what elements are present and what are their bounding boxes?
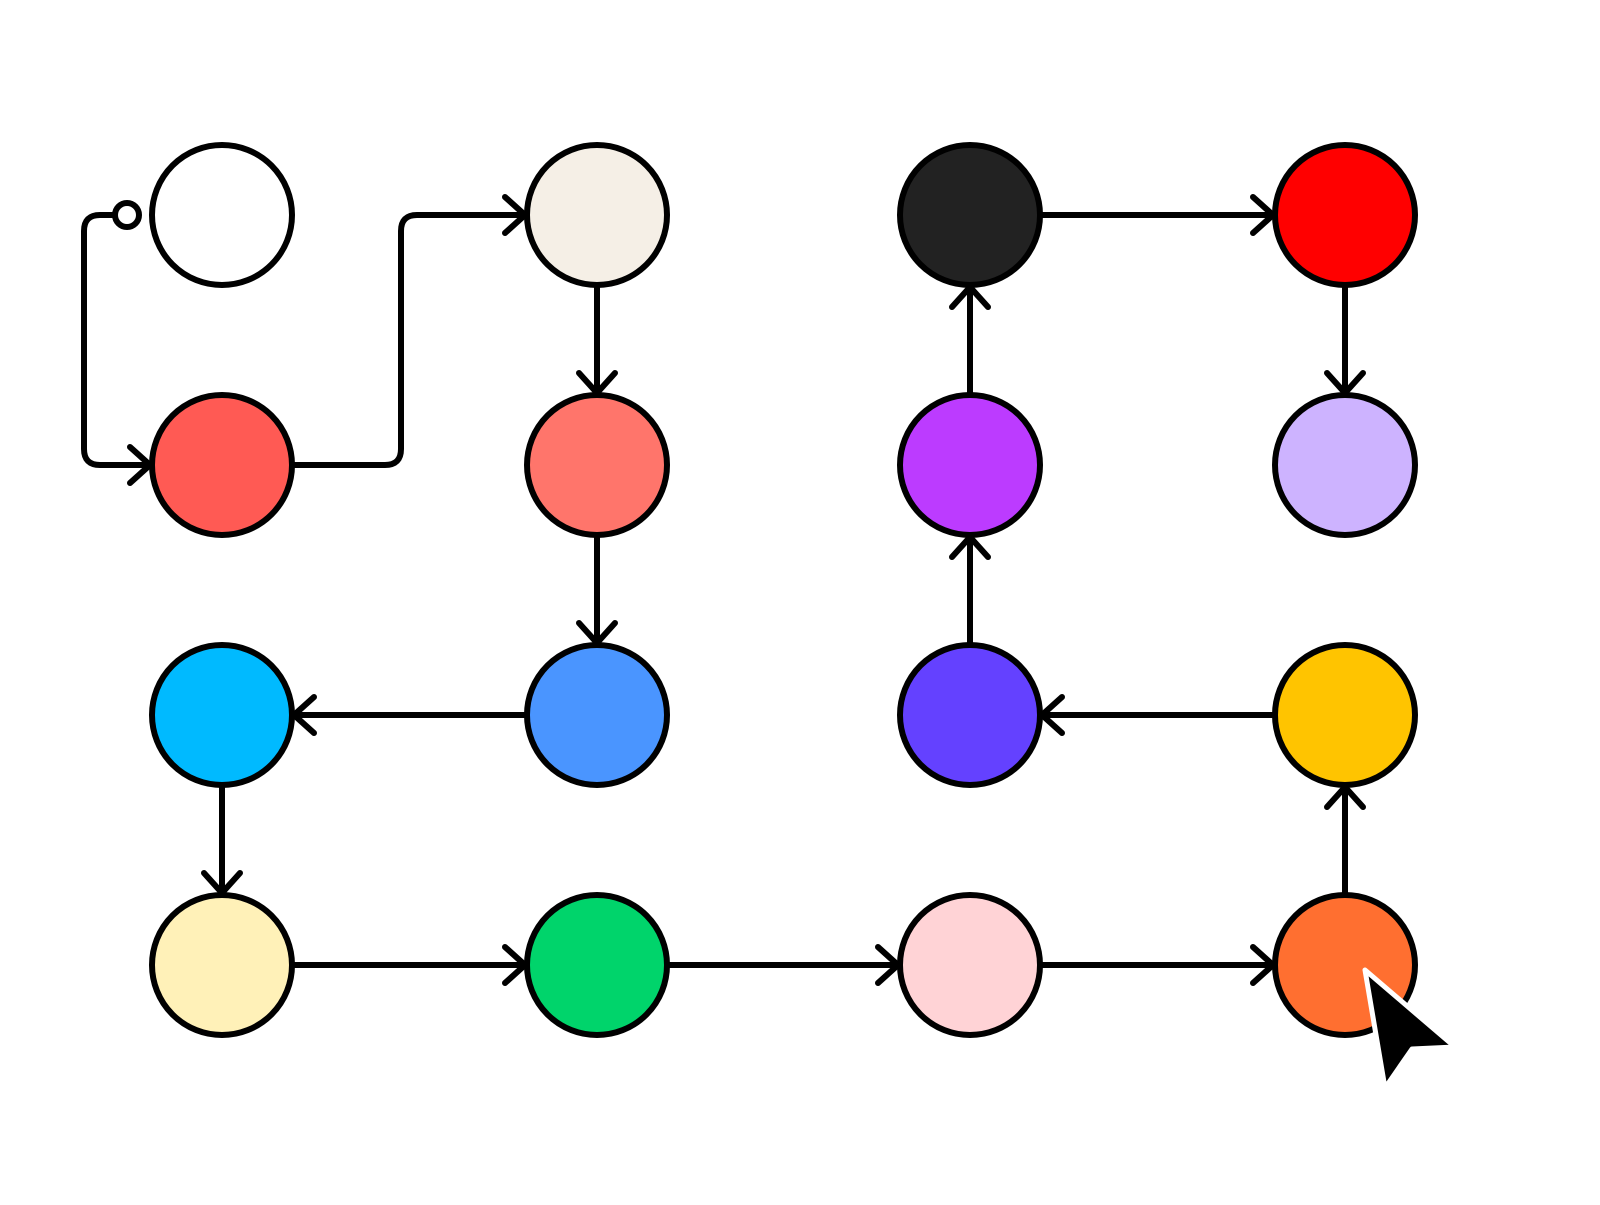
node-n14[interactable] <box>524 892 670 1038</box>
connector-line <box>81 212 152 468</box>
edge-n13-n14 <box>292 944 528 986</box>
node-n15[interactable] <box>897 892 1043 1038</box>
edge-n10-n9 <box>291 694 527 736</box>
node-n3[interactable] <box>897 142 1043 288</box>
node-n11[interactable] <box>897 642 1043 788</box>
edges <box>81 194 1366 986</box>
edge-n9-n13 <box>201 785 243 896</box>
edge-n11-n7 <box>949 534 991 645</box>
node-n4[interactable] <box>1272 142 1418 288</box>
node-n9[interactable] <box>149 642 295 788</box>
connector-line <box>292 212 527 468</box>
edge-n2-n6 <box>576 285 618 396</box>
node-n1[interactable] <box>149 142 295 288</box>
edge-n5-n2 <box>292 194 528 468</box>
start-point-icon <box>112 200 142 230</box>
edge-n14-n15 <box>667 944 901 986</box>
edge-start-n5 <box>81 200 153 486</box>
edge-n7-n3 <box>949 284 991 395</box>
edge-n16-n12 <box>1324 784 1366 895</box>
edge-n6-n10 <box>576 535 618 646</box>
node-n7[interactable] <box>897 392 1043 538</box>
nodes <box>149 142 1418 1038</box>
node-n13[interactable] <box>149 892 295 1038</box>
mouse-cursor-icon <box>1362 967 1458 1091</box>
node-n2[interactable] <box>524 142 670 288</box>
node-n6[interactable] <box>524 392 670 538</box>
node-n8[interactable] <box>1272 392 1418 538</box>
node-n5[interactable] <box>149 392 295 538</box>
node-n10[interactable] <box>524 642 670 788</box>
edge-n15-n16 <box>1040 944 1276 986</box>
edge-n12-n11 <box>1039 694 1275 736</box>
edge-n3-n4 <box>1040 194 1276 236</box>
node-n12[interactable] <box>1272 642 1418 788</box>
edge-n4-n8 <box>1324 285 1366 396</box>
